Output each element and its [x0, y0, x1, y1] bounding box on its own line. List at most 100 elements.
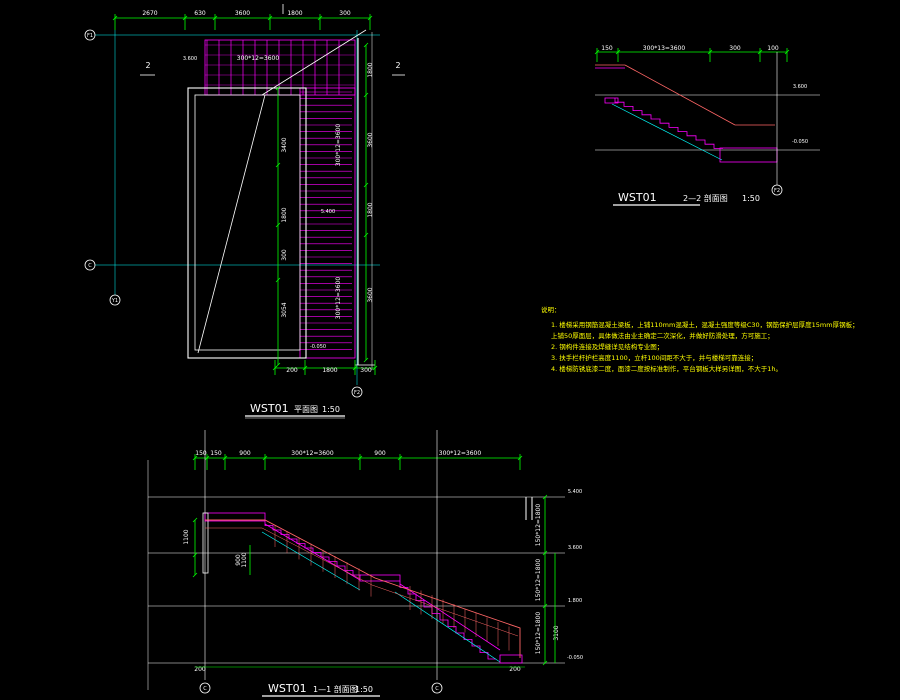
dimension-tick	[542, 603, 548, 609]
plan-grid-bubble-c-label: C	[88, 263, 92, 269]
s11-rail-dim-text: 900	[235, 554, 242, 566]
dimension-tick	[363, 92, 369, 98]
plan-dim-right-text: 3600	[367, 287, 374, 302]
s11-grid-bubble-left-label: C	[203, 686, 207, 692]
plan-landing-outer	[187, 87, 307, 359]
s22-scale: 1:50	[742, 194, 760, 203]
s11-lower-stringer	[394, 591, 501, 663]
s11-lower-flight-steps	[399, 581, 496, 660]
s11-bottom-dim-text: 200	[194, 666, 206, 673]
plan-landing-inner	[194, 94, 301, 351]
plan-scale: 1:50	[322, 405, 340, 414]
dimension-tick	[275, 277, 281, 283]
dimension-tick	[372, 365, 378, 371]
dimension-tick	[542, 494, 548, 500]
plan-break-diagonal-top	[261, 29, 367, 96]
plan-right-flight-outline	[299, 87, 356, 359]
s22-stair-steps	[614, 98, 723, 149]
s11-bottom-landing	[499, 654, 523, 664]
plan-level-label: 5.400	[321, 209, 335, 215]
dimension-tick	[182, 15, 188, 21]
s11-dim-top-text: 900	[239, 450, 251, 457]
s11-dim-right-text: 150*12=1800	[535, 559, 542, 602]
plan-level-label: 3.600	[183, 56, 197, 62]
plan-grid-bubble-f1-label: F1	[87, 33, 93, 39]
plan-dim-right-text: 3600	[367, 132, 374, 147]
dimension-tick	[757, 49, 763, 55]
s22-rail-diagonal	[624, 64, 736, 126]
s11-mid-landing-slab	[359, 574, 401, 582]
plan-right-flight-label-a: 300*12=3600	[335, 124, 342, 167]
dimension-tick	[222, 455, 228, 461]
notes-item: 4. 楼梯防锈底漆二度，面漆二度按标准制作，平台钢板大样另详图，不大于1h。	[551, 364, 782, 373]
dimension-tick	[352, 365, 358, 371]
plan-section-mark-left: 2	[145, 61, 150, 70]
s22-dim-top-text: 300	[729, 45, 741, 52]
s22-dim-top-text: 300*13=3600	[643, 45, 686, 52]
s22-subtitle: 2—2 剖面图	[683, 193, 728, 203]
dimension-tick	[275, 222, 281, 228]
dimension-tick	[615, 49, 621, 55]
s22-dim-top-text: 150	[601, 45, 613, 52]
dimension-tick	[594, 49, 600, 55]
dimension-tick	[517, 455, 523, 461]
dimension-tick	[204, 455, 210, 461]
s22-level-bottom: -0.050	[792, 139, 808, 145]
s11-lower-slab-line	[399, 583, 501, 651]
notes-heading: 说明：	[541, 305, 561, 314]
s22-title: WST01	[618, 191, 657, 204]
s22-grid-bubble-circle	[771, 184, 783, 196]
s11-bottom-dim-text: 200	[509, 666, 521, 673]
plan-break-diagonal	[197, 94, 266, 354]
s11-handrail-lower	[205, 527, 519, 637]
s22-top-beam	[604, 97, 619, 104]
plan-dim-top-text: 300	[339, 10, 351, 17]
plan-grid-bubble-c-circle	[84, 259, 96, 271]
s11-grid-bubble-left-circle	[199, 682, 211, 694]
plan-title: WST01	[250, 402, 289, 415]
dimension-tick	[302, 365, 308, 371]
dimension-tick	[367, 15, 373, 21]
dimension-tick	[357, 455, 363, 461]
s11-grid-bubble-mid-label: C	[435, 686, 439, 692]
dimension-tick	[707, 49, 713, 55]
s11-level-label: 3.600	[568, 545, 582, 551]
s11-dim-top-text: 150	[195, 450, 207, 457]
notes-item: 1. 楼梯采用钢筋混凝土梁板，上铺110mm混凝土，混凝土强度等级C30，钢筋保…	[551, 320, 859, 329]
dimension-tick	[275, 162, 281, 168]
plan-dim-left-text: 1800	[281, 207, 288, 222]
s11-grid-bubble-mid-circle	[431, 682, 443, 694]
plan-dim-bottom-text: 300	[360, 367, 372, 374]
dimension-tick	[267, 15, 273, 21]
s22-level-top: 3.600	[793, 84, 807, 90]
s11-dim-right-text: 150*12=1800	[535, 504, 542, 547]
plan-dim-bottom-text: 200	[286, 367, 298, 374]
dimension-tick	[363, 42, 369, 48]
plan-dim-top-text: 630	[194, 10, 206, 17]
s11-scale: 1:50	[355, 685, 373, 694]
dimension-tick	[272, 365, 278, 371]
plan-dim-right-text: 1800	[367, 62, 374, 77]
s22-stringer-line	[611, 103, 723, 161]
dimension-tick	[317, 15, 323, 21]
dimension-tick	[192, 572, 198, 578]
plan-dim-left-text: 3400	[281, 137, 288, 152]
s11-top-landing-slab	[204, 512, 266, 522]
dimension-tick	[784, 49, 790, 55]
plan-dim-bottom-text: 1800	[322, 367, 337, 374]
s11-dim-left-text: 1100	[183, 529, 190, 544]
notes-item: 3. 扶手栏杆护栏高度1100，立杆100间距不大于，并与楼梯可靠连接；	[551, 353, 757, 362]
plan-grid-bubble-y1-label: Y1	[111, 298, 118, 304]
plan-subtitle: 平面图	[294, 405, 318, 414]
dimension-tick	[212, 15, 218, 21]
dimension-tick	[363, 232, 369, 238]
dimension-tick	[363, 357, 369, 363]
plan-grid-bubble-f2-circle	[351, 386, 363, 398]
s11-level-label: 1.800	[568, 598, 582, 604]
dimension-tick	[192, 455, 198, 461]
s11-title: WST01	[268, 682, 307, 695]
dimension-tick	[192, 552, 198, 558]
dimension-tick	[542, 660, 548, 666]
plan-dim-right-text: 1800	[367, 202, 374, 217]
